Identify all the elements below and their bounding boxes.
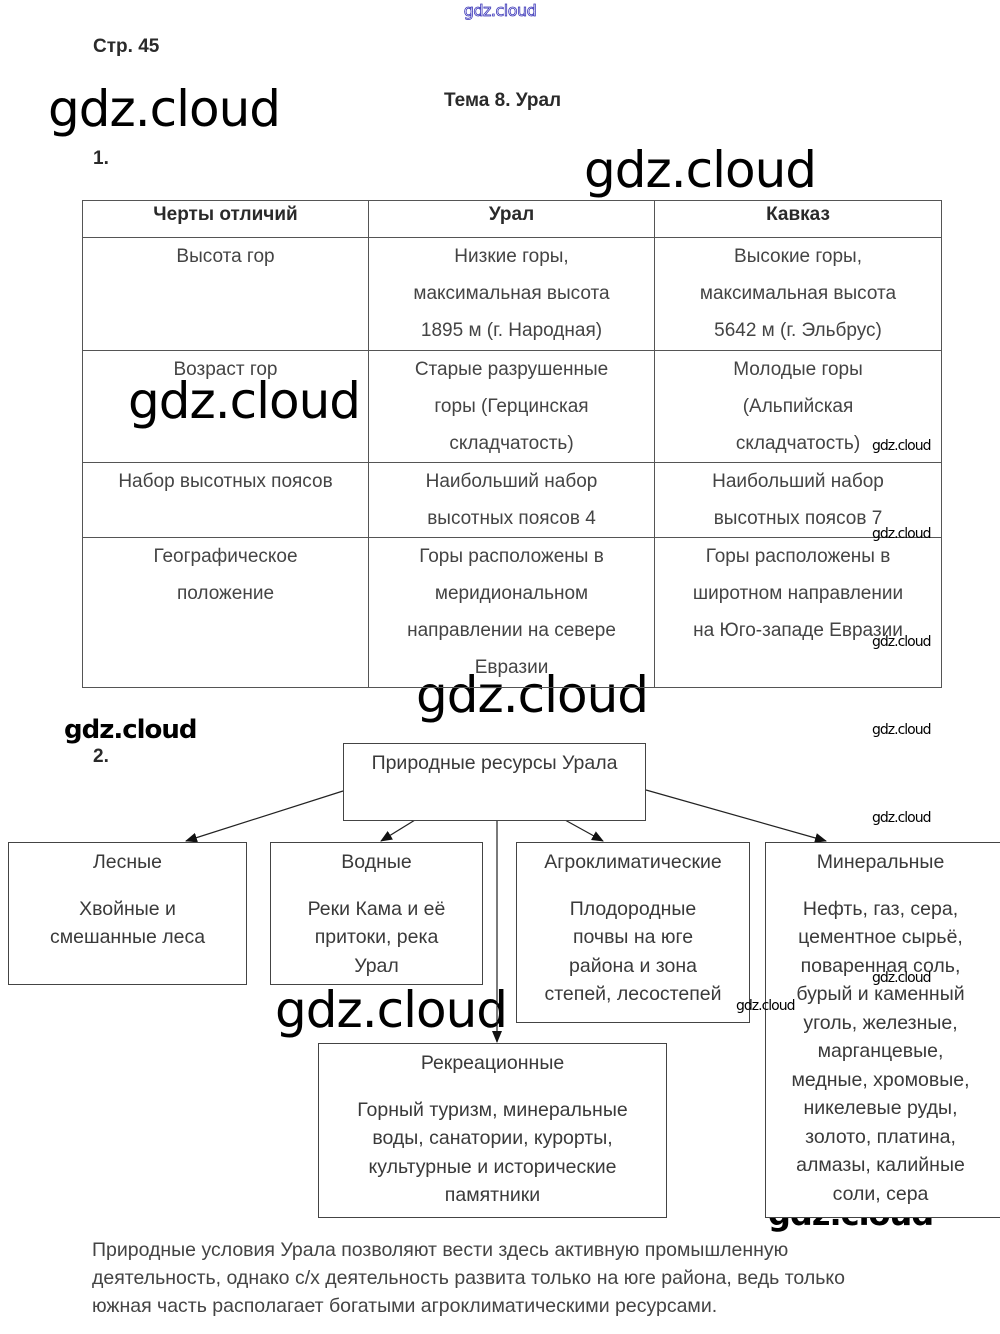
caucasus-cell: Высокие горы, максимальная высота 5642 м… [654, 237, 942, 351]
table-row: Высота гор Низкие горы, максимальная выс… [82, 237, 942, 351]
root-node-title: Природные ресурсы Урала [371, 752, 618, 774]
task-2-number: 2. [93, 746, 109, 767]
feature-cell: Возраст гор [82, 350, 369, 463]
arrow-to-water [380, 819, 416, 842]
watermark: gdz.cloud [872, 634, 931, 650]
watermark-top: gdz.cloud [463, 1, 537, 21]
diagram-node-forest: Лесные Хвойные и смешанные леса [8, 842, 247, 985]
node-title: Рекреационные [420, 1052, 565, 1074]
watermark: gdz.cloud [872, 970, 931, 986]
column-header: Кавказ [654, 200, 942, 238]
caucasus-cell: Молодые горы (Альпийская складчатость) [654, 350, 942, 463]
feature-cell: Набор высотных поясов [82, 462, 369, 538]
comparison-table: Черты отличий Урал Кавказ Высота гор Низ… [82, 200, 942, 688]
ural-cell: Наибольший набор высотных поясов 4 [368, 462, 655, 538]
node-title: Водные [341, 851, 412, 873]
column-header: Урал [368, 200, 655, 238]
diagram-node-mineral: Минеральные Нефть, газ, сера, цементное … [765, 842, 1000, 1218]
table-row: Географическое положение Горы расположен… [82, 537, 942, 688]
watermark: gdz.cloud [872, 526, 931, 542]
node-title: Агроклиматические [544, 851, 722, 873]
watermark: gdz.cloud [64, 715, 198, 745]
table-row: Возраст гор Старые разрушенные горы (Гер… [82, 350, 942, 463]
node-title: Минеральные [816, 851, 945, 873]
watermark: gdz.cloud [736, 998, 795, 1014]
diagram-node-water: Водные Реки Кама и её притоки, река Урал [270, 842, 483, 985]
arrow-to-forest [185, 790, 344, 843]
diagram-node-recreation: Рекреационные Горный туризм, минеральные… [318, 1043, 667, 1218]
watermark: gdz.cloud [275, 981, 508, 1039]
table-row: Набор высотных поясов Наибольший набор в… [82, 462, 942, 538]
arrow-to-agro [564, 819, 604, 842]
ural-cell: Горы расположены в меридиональном направ… [368, 537, 655, 688]
watermark: gdz.cloud [584, 141, 817, 199]
watermark: gdz.cloud [872, 438, 931, 454]
diagram-node-agroclimatic: Агроклиматические Плодородные почвы на ю… [516, 842, 750, 1023]
ural-cell: Старые разрушенные горы (Герцинская скла… [368, 350, 655, 463]
watermark: gdz.cloud [872, 722, 931, 738]
conclusion-paragraph: Природные условия Урала позволяют вести … [92, 1239, 845, 1317]
page-number: Стр. 45 [93, 36, 160, 57]
feature-cell: Географическое положение [82, 537, 369, 688]
table-header-row: Черты отличий Урал Кавказ [82, 200, 942, 238]
caucasus-cell: Горы расположены в широтном направлении … [654, 537, 942, 688]
column-header: Черты отличий [82, 200, 369, 238]
watermark: gdz.cloud [48, 80, 281, 138]
diagram-root-node: Природные ресурсы Урала [343, 743, 646, 821]
task-1-number: 1. [93, 148, 109, 169]
arrow-to-mineral [645, 789, 827, 843]
ural-cell: Низкие горы, максимальная высота 1895 м … [368, 237, 655, 351]
node-title: Лесные [92, 851, 163, 873]
feature-cell: Высота гор [82, 237, 369, 351]
watermark: gdz.cloud [872, 810, 931, 826]
topic-title: Тема 8. Урал [444, 90, 562, 111]
